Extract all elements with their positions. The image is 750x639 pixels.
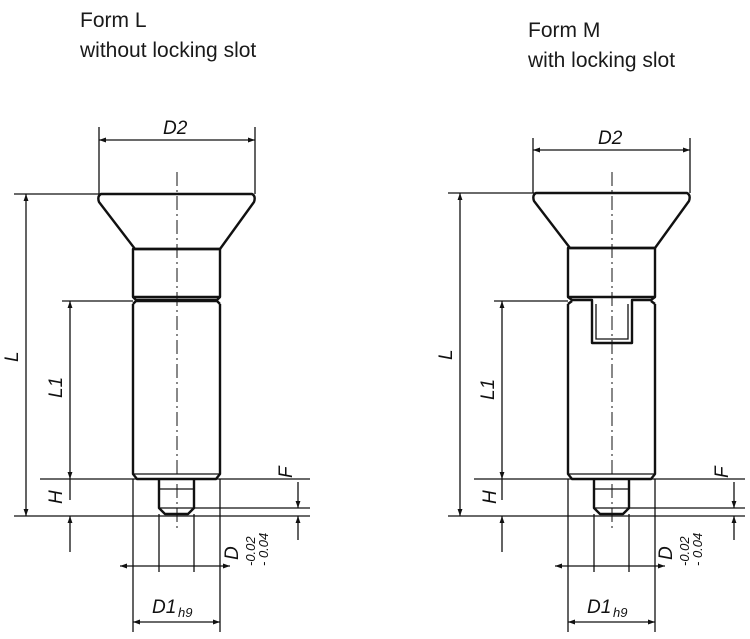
form-l-l-label: L bbox=[2, 351, 23, 362]
form-l-drawing: D2 L L1 H F D -0.02 - 0.04 D1 h9 bbox=[2, 118, 310, 632]
form-m-drawing: D2 L L1 H F D -0.02 - 0.04 D1 h9 bbox=[436, 128, 745, 632]
form-m-d1-label: D1 bbox=[587, 597, 611, 618]
form-m-title: Form M bbox=[528, 19, 601, 42]
form-m-d-label: D bbox=[656, 546, 677, 560]
form-m-d-tol-upper: -0.02 bbox=[677, 536, 692, 566]
form-l-d-label: D bbox=[222, 546, 243, 560]
form-l-d-tol-lower: - 0.04 bbox=[256, 533, 271, 566]
form-l-l1-label: L1 bbox=[46, 377, 67, 398]
form-l-caption: Form L without locking slot bbox=[80, 6, 256, 66]
form-m-l1-label: L1 bbox=[478, 379, 499, 400]
form-m-h-label: H bbox=[480, 490, 501, 504]
form-m-f-label: F bbox=[712, 465, 733, 478]
form-m-l-label: L bbox=[436, 349, 457, 360]
form-l-d2-label: D2 bbox=[163, 118, 188, 139]
form-m-subtitle: with locking slot bbox=[528, 49, 676, 72]
form-l-f-label: F bbox=[276, 465, 297, 478]
form-m-d2-label: D2 bbox=[598, 128, 623, 149]
form-l-subtitle: without locking slot bbox=[80, 39, 257, 62]
form-l-d-tol-upper: -0.02 bbox=[243, 536, 258, 566]
form-m-caption: Form M with locking slot bbox=[528, 16, 675, 76]
form-m-d1-fit: h9 bbox=[613, 605, 627, 620]
form-l-title: Form L bbox=[80, 9, 147, 32]
form-l-d1-label: D1 bbox=[152, 597, 176, 618]
form-l-h-label: H bbox=[46, 490, 67, 504]
form-m-d-tol-lower: - 0.04 bbox=[690, 533, 705, 566]
form-l-d1-fit: h9 bbox=[178, 605, 192, 620]
